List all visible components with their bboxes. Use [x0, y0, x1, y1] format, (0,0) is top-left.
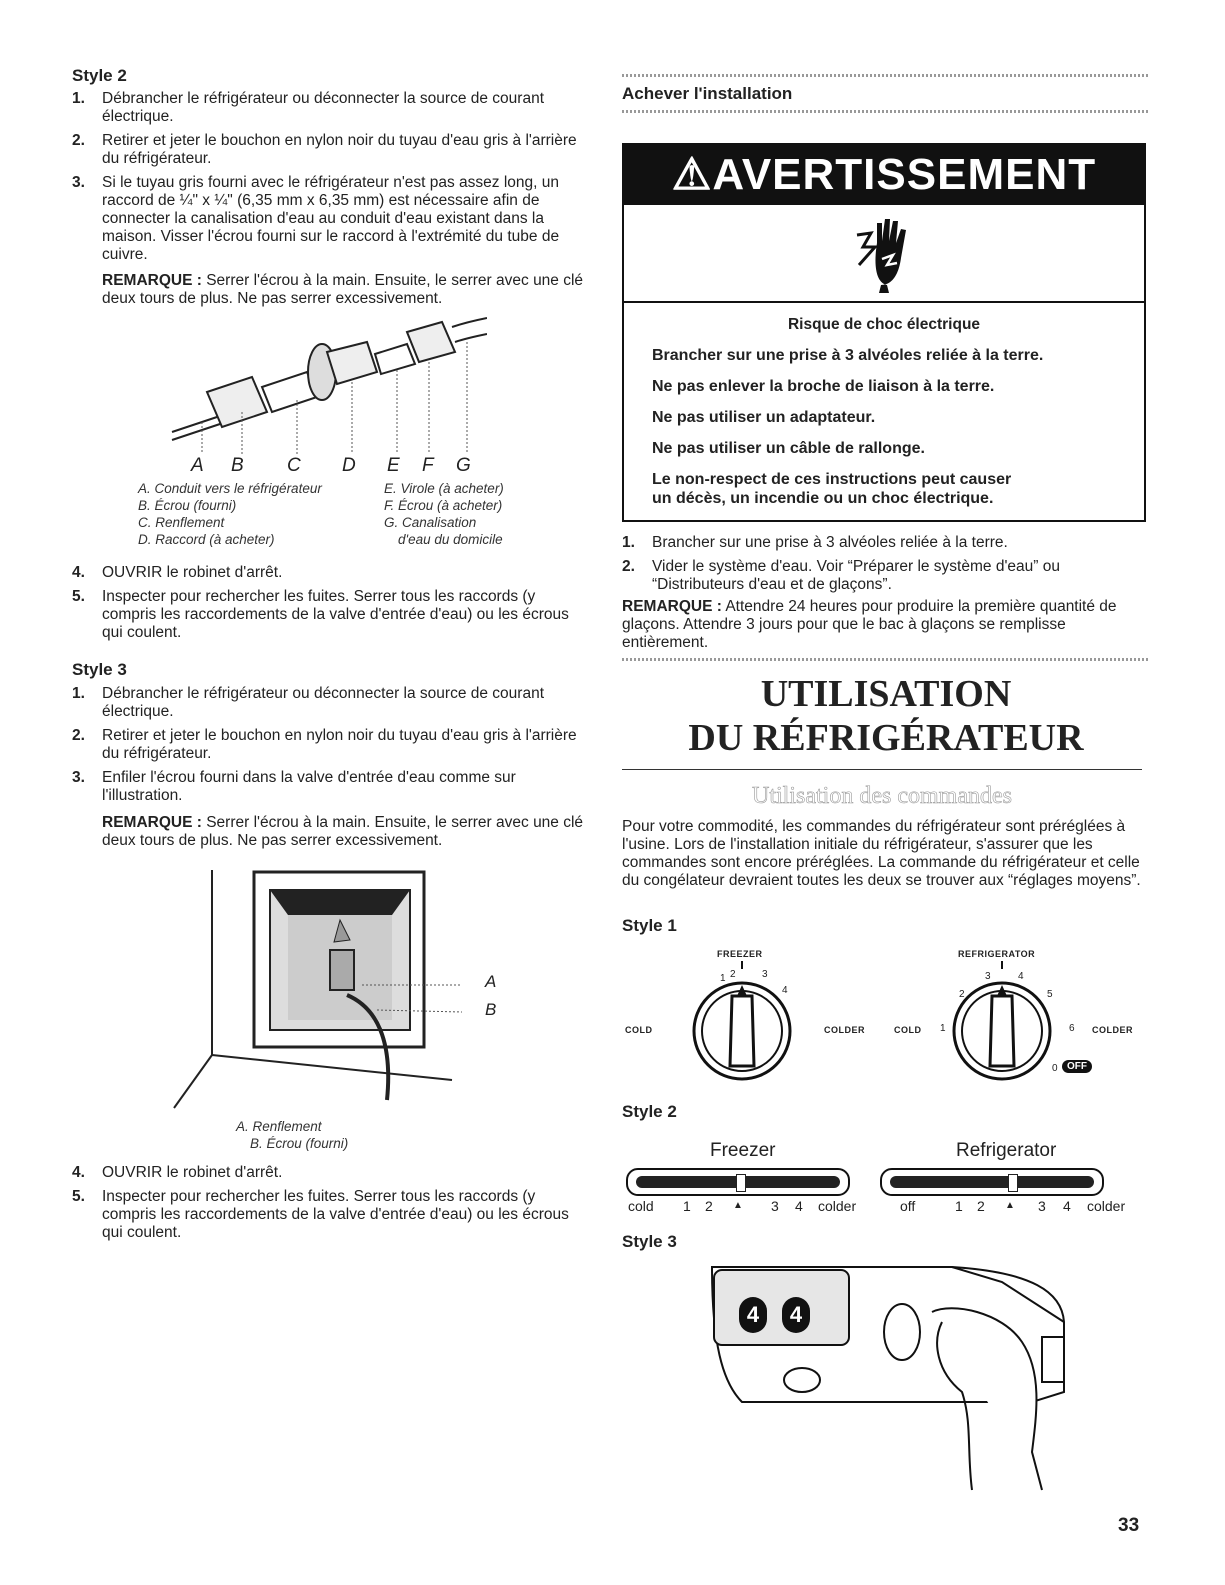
section-title: UTILISATION DU RÉFRIGÉRATEUR — [688, 673, 1084, 759]
list-item: 5.Inspecter pour rechercher les fuites. … — [72, 588, 569, 641]
list-item: 2.Retirer et jeter le bouchon en nylon n… — [72, 727, 577, 762]
style2-sliders: Freezer Refrigerator cold 1 2 ▲ 3 4 cold… — [626, 1140, 1126, 1214]
electric-shock-icon — [856, 219, 906, 293]
fridge-slider[interactable] — [880, 1168, 1104, 1196]
freezer-dial[interactable] — [692, 961, 812, 1091]
off-badge: OFF — [1062, 1060, 1092, 1073]
style3-heading: Style 3 — [72, 660, 127, 679]
warning-box: ⚠AVERTISSEMENT Risque de choc électrique… — [622, 143, 1146, 522]
figure-captions-left: A. Conduit vers le réfrigérateur B. Écro… — [138, 481, 322, 547]
list-item: 2.Vider le système d'eau. Voir “Préparer… — [622, 558, 1060, 593]
subsection-title: Utilisation des commandes — [752, 783, 1013, 810]
list-item: 5.Inspecter pour rechercher les fuites. … — [72, 1188, 569, 1241]
warning-subtitle: Risque de choc électrique — [787, 316, 981, 333]
style2-steps-after: 4.OUVRIR le robinet d'arrêt. 5.Inspecter… — [72, 564, 592, 648]
figure-captions-right: E. Virole (à acheter) F. Écrou (à achete… — [384, 481, 504, 547]
freezer-slider[interactable] — [626, 1168, 850, 1196]
fridge-dial-label: REFRIGERATOR — [958, 949, 1036, 959]
divider — [622, 110, 1150, 113]
fridge-display: 4 — [782, 1297, 810, 1333]
list-item: 1.Débrancher le réfrigérateur ou déconne… — [72, 90, 545, 125]
style2-heading: Style 2 — [72, 66, 127, 85]
divider — [622, 658, 1150, 661]
list-item: 1.Débrancher le réfrigérateur ou déconne… — [72, 685, 545, 720]
fridge-slider-thumb[interactable] — [1008, 1174, 1018, 1192]
style3-control-illustration — [702, 1262, 1082, 1492]
style3-steps-after: 4.OUVRIR le robinet d'arrêt. 5.Inspecter… — [72, 1164, 592, 1248]
page-number: 33 — [1118, 1515, 1140, 1536]
freezer-dial-label: FREEZER — [717, 949, 763, 959]
list-item: 1.Brancher sur une prise à 3 alvéoles re… — [622, 534, 1008, 551]
style2-steps: 1.Débrancher le réfrigérateur ou déconne… — [72, 90, 592, 270]
shock-pictogram — [624, 205, 1144, 303]
install-heading: Achever l'installation — [622, 84, 793, 103]
controls-intro: Pour votre commodité, les commandes du r… — [622, 818, 1141, 889]
freezer-slider-label: Freezer — [710, 1140, 776, 1161]
style2-controls-heading: Style 2 — [622, 1102, 677, 1121]
figure-letters: A B C D E F G — [191, 455, 471, 476]
water-valve-illustration — [162, 860, 462, 1110]
fridge-slider-label: Refrigerator — [956, 1140, 1057, 1161]
style3-controls-heading: Style 3 — [622, 1232, 677, 1251]
install-remark: REMARQUE : Attendre 24 heures pour produ… — [622, 598, 1117, 651]
freezer-display: 4 — [739, 1297, 767, 1333]
freezer-slider-thumb[interactable] — [736, 1174, 746, 1192]
warning-title: ⚠AVERTISSEMENT — [624, 145, 1144, 205]
style2-remark: REMARQUE : Serrer l'écrou à la main. Ens… — [102, 272, 584, 307]
valve-captions: A. Renflement B. Écrou (fourni) — [236, 1119, 349, 1151]
list-item: 4.OUVRIR le robinet d'arrêt. — [72, 1164, 283, 1181]
divider — [622, 769, 1142, 770]
style3-steps: 1.Débrancher le réfrigérateur ou déconne… — [72, 685, 592, 811]
style1-dials: FREEZER REFRIGERATOR COLD COLDER COLD CO… — [622, 945, 1150, 1095]
water-fitting-illustration — [167, 312, 487, 457]
style3-remark: REMARQUE : Serrer l'écrou à la main. Ens… — [102, 814, 584, 849]
list-item: 3.Si le tuyau gris fourni avec le réfrig… — [72, 174, 560, 263]
list-item: 4.OUVRIR le robinet d'arrêt. — [72, 564, 283, 581]
fridge-dial[interactable] — [952, 961, 1072, 1091]
warning-triangle-icon: ⚠ — [671, 150, 713, 199]
list-item: 3.Enfiler l'écrou fourni dans la valve d… — [72, 769, 516, 804]
list-item: 2.Retirer et jeter le bouchon en nylon n… — [72, 132, 577, 167]
install-steps: 1.Brancher sur une prise à 3 alvéoles re… — [622, 534, 1150, 600]
divider — [622, 74, 1150, 77]
style1-heading: Style 1 — [622, 916, 677, 935]
